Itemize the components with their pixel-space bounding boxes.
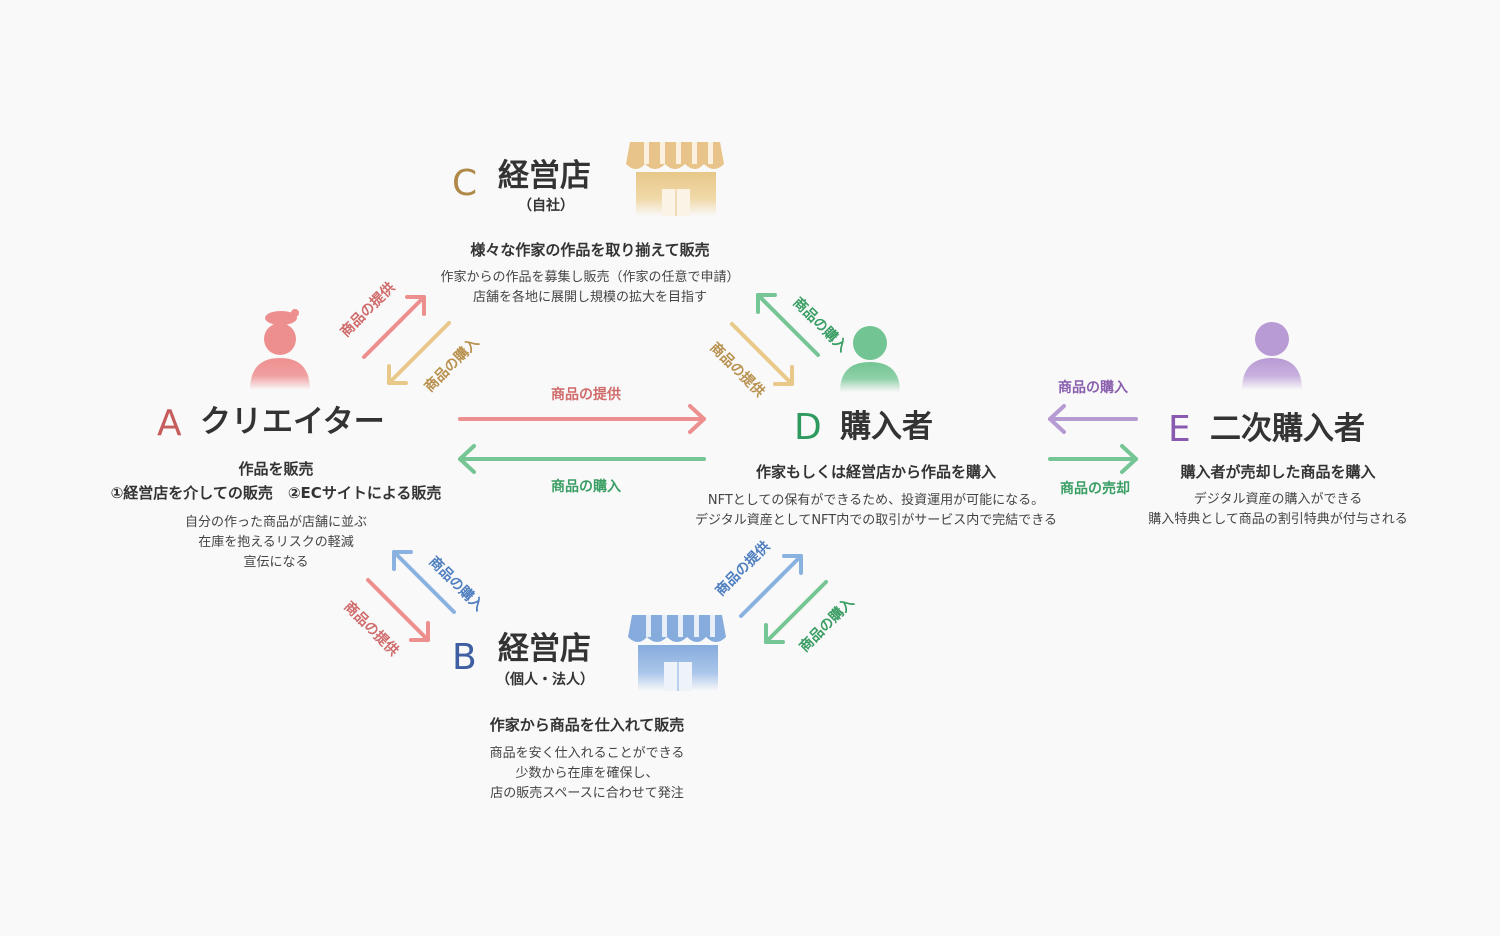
node-c-name: 経営店 [498,158,591,194]
node-a-desc-2: 在庫を抱えるリスクの軽減 [198,535,354,550]
node-c-lead: 様々な作家の作品を取り揃えて販売 [470,241,710,259]
arrow-label-d-to-a: 商品の購入 [551,479,621,495]
node-d-name: 購入者 [840,409,933,445]
arrow-label-e-to-d: 商品の購入 [1058,380,1128,396]
node-b-name: 経営店 [498,631,591,667]
arrow-a-to-c [362,295,426,359]
arrow-b-to-a [392,550,456,614]
node-a-desc-1: 自分の作った商品が店舗に並ぶ [184,515,367,530]
node-e-letter: E [1168,409,1191,450]
node-d-desc-2: デジタル資産としてNFT内での取引がサービス内で完結できる [694,513,1057,528]
node-a-lead-2: ①経営店を介しての販売 ②ECサイトによる販売 [110,484,442,502]
arrow-d-to-c [756,293,820,357]
shop-icon [628,615,726,691]
node-e-name: 二次購入者 [1210,411,1365,447]
arrow-d-to-b [764,580,828,644]
node-a-desc-3: 宣伝になる [243,555,309,570]
buyer-person-icon [840,326,900,392]
node-c-sub: （自社） [518,198,574,214]
node-a-letter: A [157,403,182,444]
node-a-lead-1: 作品を販売 [238,460,314,478]
node-c-desc-2: 店舗を各地に展開し規模の拡大を目指す [472,290,707,305]
node-d-letter: D [794,407,822,448]
arrow-e-to-d [1048,404,1138,434]
node-c-letter: C [452,163,478,204]
node-d-lead: 作家もしくは経営店から作品を購入 [755,463,996,481]
arrow-d-to-e [1048,444,1138,474]
node-b-desc-1: 商品を安く仕入れることができる [489,746,685,761]
arrow-label-a-to-d: 商品の提供 [551,387,621,403]
arrow-c-to-d [730,322,794,386]
node-b-sub: （個人・法人） [496,672,594,688]
node-c-desc-1: 作家からの作品を募集し販売（作家の任意で申請） [440,270,740,285]
node-b-letter: B [452,637,477,678]
arrow-label-d-to-e: 商品の売却 [1060,481,1130,497]
node-a-name: クリエイター [200,404,385,440]
creator-person-icon [250,309,310,390]
node-e-desc-1: デジタル資産の購入ができる [1193,492,1363,507]
secondary-buyer-person-icon [1242,322,1302,390]
node-b-desc-2: 少数から在庫を確保し、 [515,766,659,781]
shop-icon [626,142,724,216]
arrow-d-to-a [458,444,706,474]
node-e-desc-2: 購入特典として商品の割引特典が付与される [1148,512,1408,527]
arrow-c-to-a [387,321,451,385]
arrow-a-to-b [366,578,430,642]
node-e-lead: 購入者が売却した商品を購入 [1180,463,1376,481]
node-b-desc-3: 店の販売スペースに合わせて発注 [490,786,684,801]
node-b-lead: 作家から商品を仕入れて販売 [489,716,685,734]
arrow-b-to-d [739,554,803,618]
arrow-a-to-d [458,404,706,434]
node-d-desc-1: NFTとしての保有ができるため、投資運用が可能になる。 [707,493,1045,508]
